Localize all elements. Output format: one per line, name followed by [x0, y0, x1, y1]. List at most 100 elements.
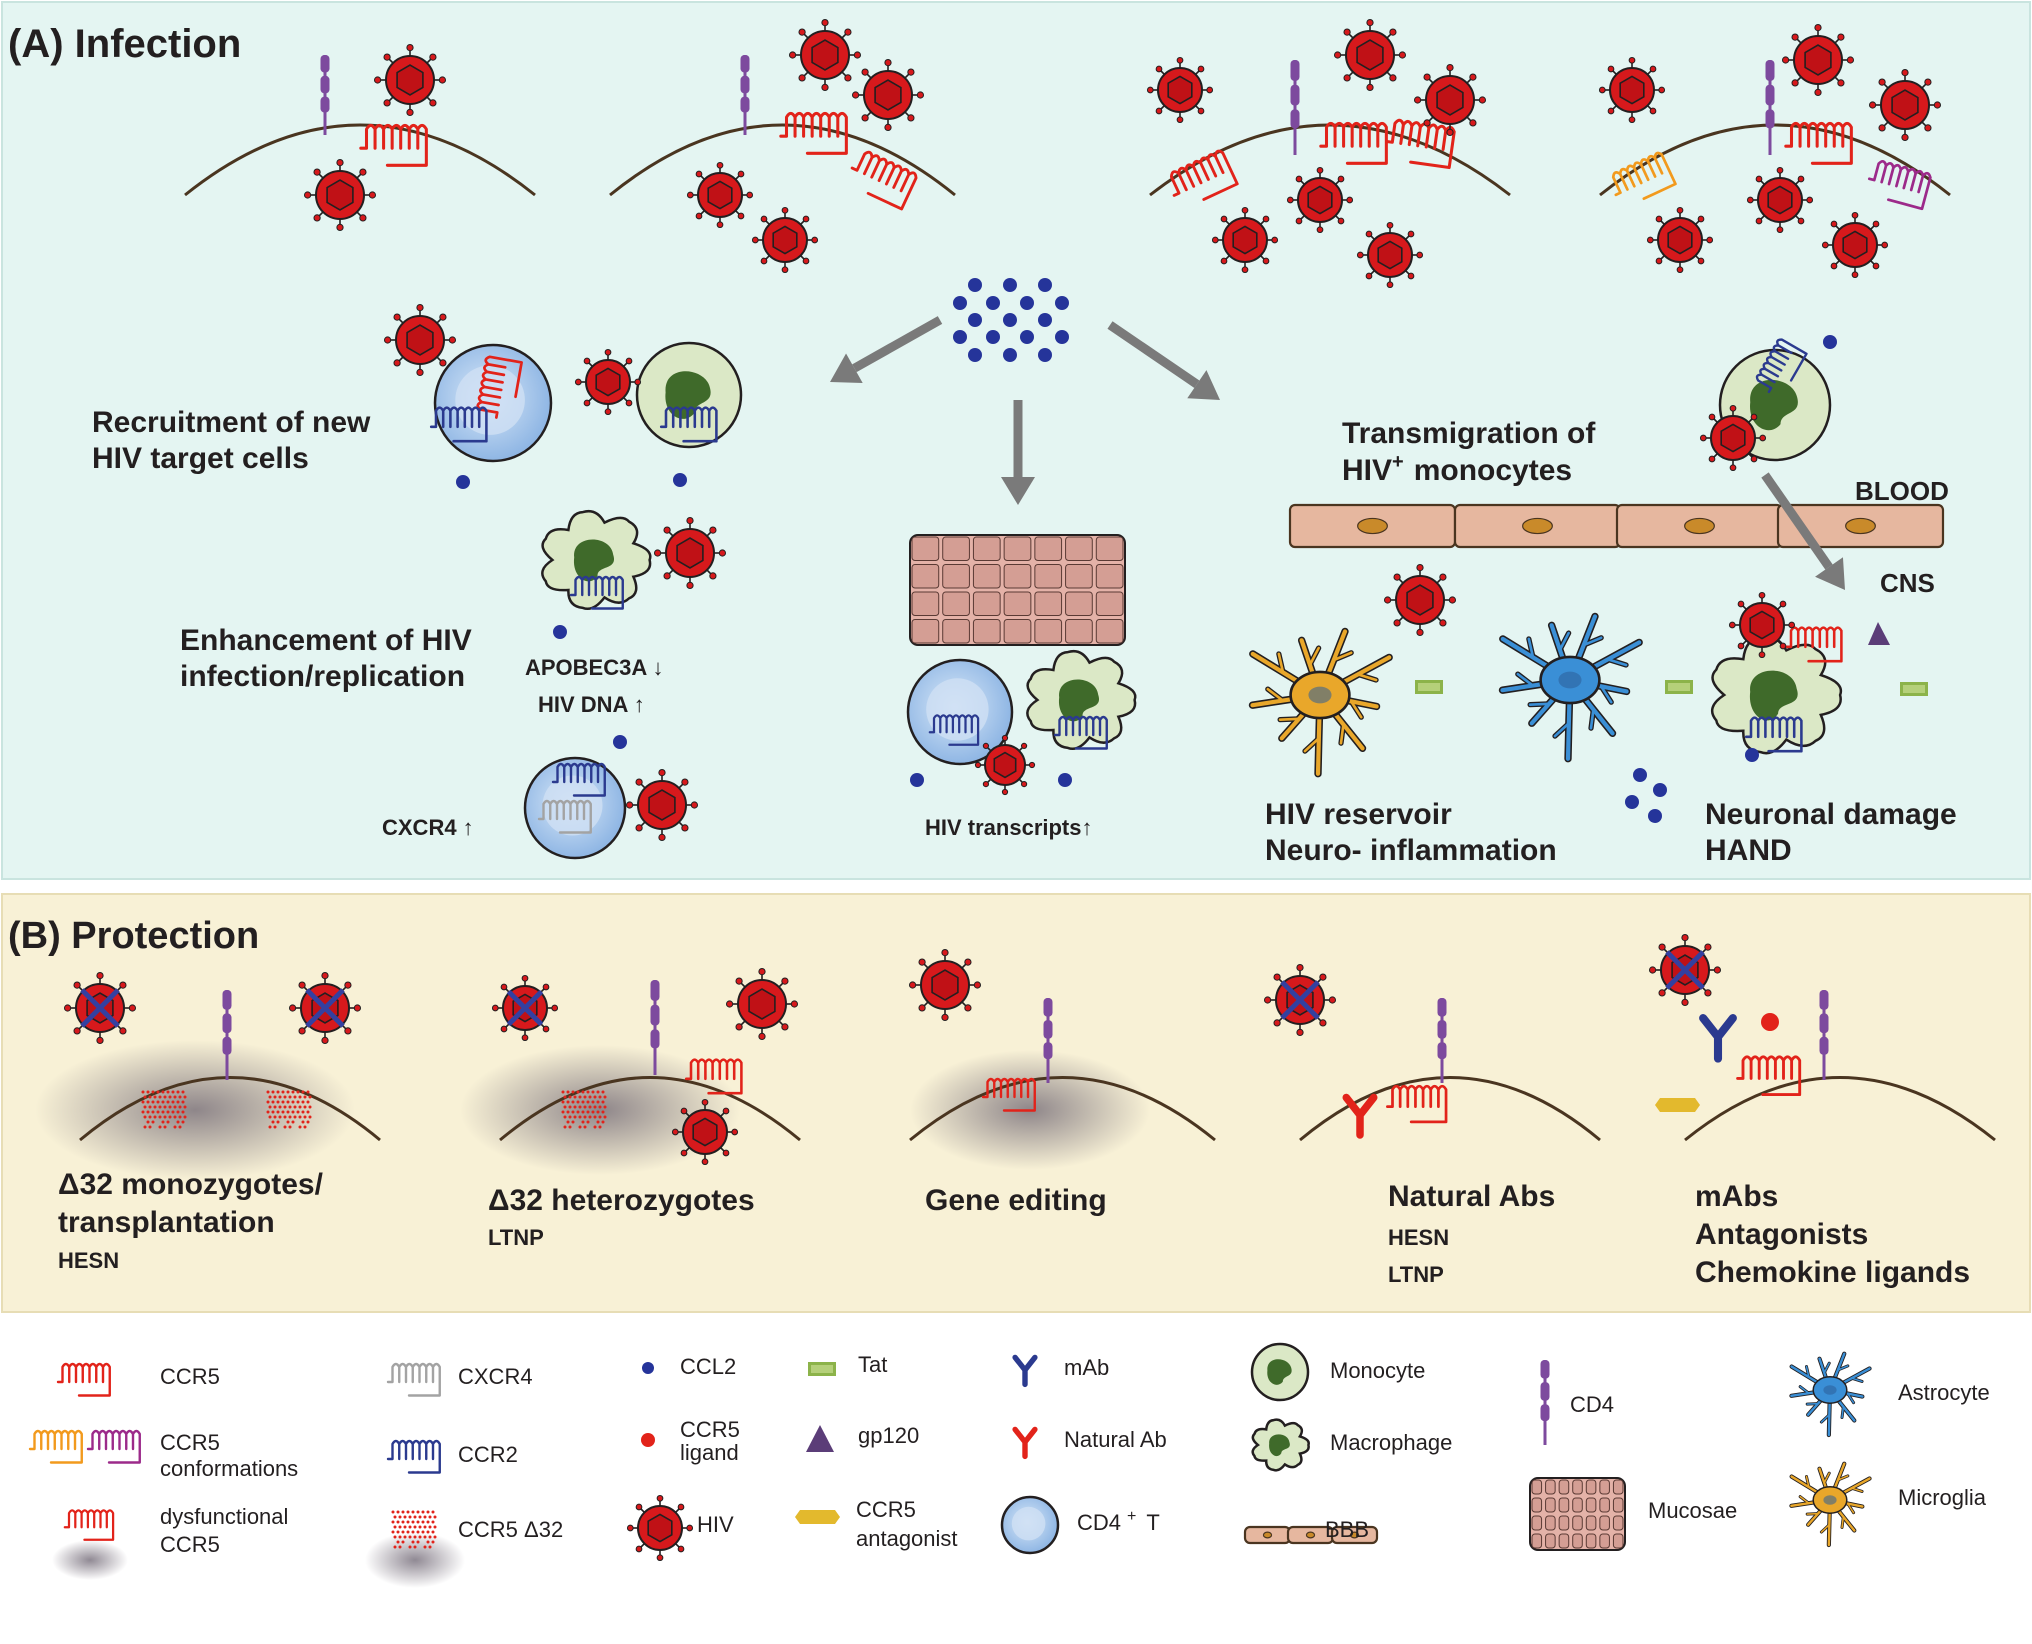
spike-knob	[1868, 101, 1877, 109]
cd4-domain	[650, 980, 660, 1001]
delta32-dot	[583, 1115, 587, 1119]
delta32-dot	[166, 1120, 170, 1124]
spike-knob	[96, 971, 104, 980]
delta32-dot	[161, 1100, 165, 1104]
ccl2-dot	[953, 330, 967, 344]
hiv-virion-icon	[1781, 23, 1855, 97]
spike-knob	[635, 1503, 643, 1511]
spike-knob	[321, 1036, 329, 1045]
capsid-hexagon	[874, 79, 902, 111]
branch	[1850, 1377, 1863, 1383]
delta32-dot	[418, 1515, 422, 1519]
branch	[1528, 702, 1551, 706]
delta32-dot	[566, 1100, 570, 1104]
spike-knob	[1658, 943, 1666, 951]
delta32-dot	[578, 1125, 582, 1129]
capsid-hexagon	[1232, 225, 1258, 255]
spike-knob	[781, 206, 789, 214]
spike-knob	[974, 761, 982, 769]
spike-knob	[671, 1128, 679, 1136]
antibody-shape	[1012, 1354, 1038, 1388]
spike-knob	[438, 76, 447, 84]
spike-knob	[1319, 973, 1327, 981]
bbb-endothelial-cell-2	[1453, 503, 1622, 549]
delta32-dot	[273, 1125, 277, 1129]
delta32-dot	[156, 1110, 160, 1114]
delta32-dot	[428, 1515, 432, 1519]
soma-nucleus	[1308, 686, 1332, 704]
recruitment-label-line2: HIV target cells	[92, 442, 309, 475]
delta32-dot	[278, 1105, 282, 1109]
epithelial-cell	[1585, 1497, 1597, 1513]
delta32-dot	[561, 1100, 565, 1104]
cd4-domain	[1540, 1404, 1550, 1422]
cd4-domain	[1540, 1360, 1550, 1379]
astrocyte-cns	[1498, 612, 1643, 763]
spike-knob	[907, 68, 915, 76]
delta32-dot	[591, 1100, 595, 1104]
spike-knob	[1273, 1019, 1281, 1027]
epithelial-cell	[1572, 1479, 1583, 1495]
spike-knob	[1681, 998, 1689, 1007]
endothelial-nucleus	[1357, 517, 1388, 535]
spike-knob	[119, 981, 127, 989]
capsid-hexagon	[1720, 423, 1746, 453]
endothelial-nucleus	[1262, 1531, 1273, 1539]
cross-line	[1665, 950, 1705, 990]
ccr5-receptor-top-7	[1784, 121, 1853, 165]
spike-knob	[663, 572, 671, 580]
spike-knob	[336, 223, 344, 232]
cd4-domain	[650, 1004, 660, 1026]
capsid-hexagon	[1767, 185, 1793, 215]
delta32-dot	[296, 1100, 300, 1104]
spike-knob	[1924, 124, 1932, 132]
cd4-domain	[1437, 1020, 1447, 1039]
delta32-dot	[588, 1095, 592, 1099]
spike-knob	[1286, 196, 1294, 204]
delta32-dot	[573, 1105, 577, 1109]
spike-knob	[790, 1000, 799, 1008]
spike-knob	[1439, 573, 1447, 581]
spike-knob	[1346, 196, 1354, 204]
spike-knob	[680, 1107, 688, 1115]
receptor-loops	[1784, 626, 1843, 663]
spike-knob	[1797, 175, 1805, 183]
tat-icon-3	[1900, 682, 1928, 696]
delta32-dot	[276, 1120, 280, 1124]
cd4-domain	[1290, 84, 1300, 106]
epithelial-cell	[1572, 1533, 1583, 1549]
hiv-virion-icon	[1868, 68, 1942, 142]
delta32-dot	[603, 1115, 607, 1119]
antibody-shape	[1342, 1093, 1378, 1139]
delta32-dot	[148, 1105, 152, 1109]
legend-ccr5d32-icon	[391, 1510, 437, 1549]
delta32-dot	[143, 1125, 147, 1129]
spike-knob	[1155, 65, 1163, 73]
legend-ccr5d32-label: CCR5 Δ32	[458, 1517, 563, 1542]
spike-knob	[383, 336, 392, 344]
delta32-dot	[421, 1530, 425, 1534]
macrophage-mucosa	[1026, 649, 1137, 751]
mucosae-tissue	[909, 534, 1126, 646]
receptor-loops	[659, 406, 718, 443]
spike-knob	[821, 83, 829, 92]
hiv-virion-icon	[908, 948, 982, 1022]
delta32-dot	[308, 1105, 312, 1109]
epithelial-cell	[1599, 1515, 1610, 1531]
epithelial-cell	[911, 619, 940, 644]
hiv-virion-icon	[1333, 18, 1407, 92]
membrane-b1	[79, 1076, 381, 1142]
cd4-domain	[1765, 109, 1775, 129]
spike-knob	[298, 981, 306, 989]
endothelial-nucleus	[1845, 517, 1876, 535]
delta32-dot	[181, 1120, 185, 1124]
delta32-dot	[591, 1090, 595, 1094]
capsid-hexagon	[1167, 75, 1193, 105]
delta32-dot	[411, 1530, 415, 1534]
delta32-dot	[173, 1105, 177, 1109]
epithelial-cell	[1531, 1497, 1543, 1513]
spike-knob	[1878, 124, 1886, 132]
delta32-dot	[393, 1535, 397, 1539]
spike-knob	[695, 212, 703, 220]
branch	[1847, 1392, 1855, 1404]
